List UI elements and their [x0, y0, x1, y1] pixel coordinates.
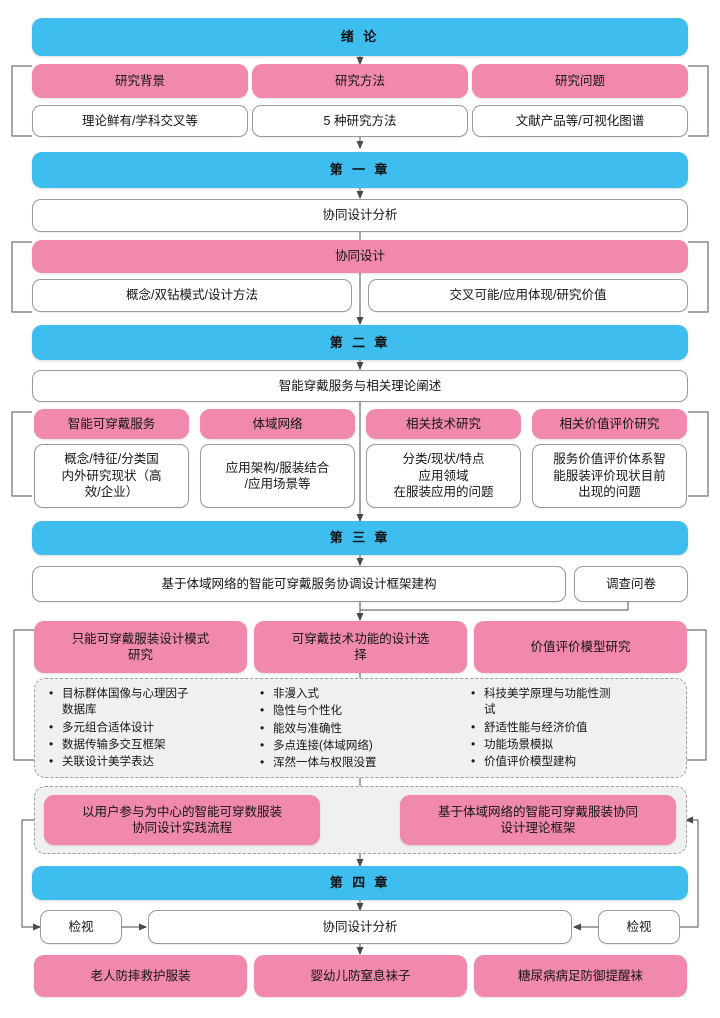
chapter4-topic-box[interactable]: 协同设计分析	[148, 910, 572, 944]
list-item: 多元组合适体设计	[49, 719, 251, 736]
chapter-banner-4[interactable]: 第 四 章	[32, 866, 688, 900]
list-item: 隐性与个性化	[260, 702, 462, 719]
list-item: 能效与准确性	[260, 720, 462, 737]
list-item: 功能场景模拟	[471, 736, 673, 753]
chapter1-detail-box-2[interactable]: 交叉可能/应用体现/研究价值	[368, 279, 688, 312]
intro-detail-box-2[interactable]: 5 种研究方法	[252, 105, 468, 137]
chapter4-case-box-3[interactable]: 糖尿病病足防御提醒袜	[474, 955, 687, 997]
chapter-banner-3[interactable]: 第 三 章	[32, 521, 688, 555]
chapter2-pink-box-3[interactable]: 相关技术研究	[366, 409, 521, 439]
chapter-banner-1[interactable]: 第 一 章	[32, 152, 688, 188]
intro-pink-box-3[interactable]: 研究问题	[472, 64, 688, 98]
chapter1-pink-band[interactable]: 协同设计	[32, 240, 688, 273]
bullet-column-1: 目标群体国像与心理因子 数据库 多元组合适体设计 数据传输多交互框架 关联设计美…	[44, 685, 255, 771]
bullet-column-2: 非漫入式 隐性与个性化 能效与准确性 多点连接(体域网络) 浑然一体与权限没置	[255, 685, 466, 772]
chapter2-detail-box-4[interactable]: 服务价值评价体系智 能服装评价现状目前 出现的问题	[532, 444, 687, 508]
list-item: 科技美学原理与功能性测 试	[471, 685, 673, 719]
chapter2-topic-box[interactable]: 智能穿戴服务与相关理论阐述	[32, 370, 688, 402]
chapter3-pink-box-3[interactable]: 价值评价模型研究	[474, 621, 687, 673]
chapter3-questionnaire-box[interactable]: 调查问卷	[574, 566, 688, 602]
chapter3-outcome-box-1[interactable]: 以用户参与为中心的智能可穿数服装 协同设计实践流程	[44, 795, 320, 845]
intro-pink-box-2[interactable]: 研究方法	[252, 64, 468, 98]
chapter-banner-2[interactable]: 第 二 章	[32, 325, 688, 360]
chapter2-detail-box-1[interactable]: 概念/特征/分类国 内外研究现状（高 效/企业）	[34, 444, 189, 508]
list-item: 舒适性能与经济价值	[471, 719, 673, 736]
intro-detail-box-1[interactable]: 理论鲜有/学科交叉等	[32, 105, 248, 137]
chapter2-detail-box-3[interactable]: 分类/现状/特点 应用领域 在服装应用的问题	[366, 444, 521, 508]
chapter2-pink-box-1[interactable]: 智能可穿戴服务	[34, 409, 189, 439]
chapter4-review-left[interactable]: 检视	[40, 910, 122, 944]
chapter1-topic-box[interactable]: 协同设计分析	[32, 199, 688, 232]
list-item: 关联设计美学表达	[49, 753, 251, 770]
list-item: 价值评价模型建构	[471, 753, 673, 770]
chapter3-pink-box-2[interactable]: 可穿戴技术功能的设计选 择	[254, 621, 467, 673]
chapter2-pink-box-2[interactable]: 体域网络	[200, 409, 355, 439]
chapter2-pink-box-4[interactable]: 相关价值评价研究	[532, 409, 687, 439]
chapter2-detail-box-2[interactable]: 应用架构/服装结合 /应用场景等	[200, 444, 355, 508]
chapter1-detail-box-1[interactable]: 概念/双钻模式/设计方法	[32, 279, 352, 312]
bullet-column-3: 科技美学原理与功能性测 试 舒适性能与经济价值 功能场景模拟 价值评价模型建构	[466, 685, 677, 771]
list-item: 非漫入式	[260, 685, 462, 702]
list-item: 多点连接(体域网络)	[260, 737, 462, 754]
chapter4-review-right[interactable]: 检视	[598, 910, 680, 944]
intro-detail-box-3[interactable]: 文献产品等/可视化图谱	[472, 105, 688, 137]
chapter3-topic-box[interactable]: 基于体域网络的智能可穿戴服务协调设计框架建构	[32, 566, 566, 602]
chapter4-case-box-1[interactable]: 老人防摔救护服装	[34, 955, 247, 997]
intro-pink-box-1[interactable]: 研究背景	[32, 64, 248, 98]
list-item: 数据传输多交互框架	[49, 736, 251, 753]
list-item: 浑然一体与权限没置	[260, 754, 462, 771]
list-item: 目标群体国像与心理因子 数据库	[49, 685, 251, 719]
chapter3-bullet-columns: 目标群体国像与心理因子 数据库 多元组合适体设计 数据传输多交互框架 关联设计美…	[34, 678, 687, 778]
chapter3-pink-box-1[interactable]: 只能可穿戴服装设计模式 研究	[34, 621, 247, 673]
chapter-banner-intro[interactable]: 绪 论	[32, 18, 688, 56]
chapter4-case-box-2[interactable]: 婴幼儿防窒息袜子	[254, 955, 467, 997]
chapter3-outcome-box-2[interactable]: 基于体域网络的智能可穿戴服装协同 设计理论框架	[400, 795, 676, 845]
